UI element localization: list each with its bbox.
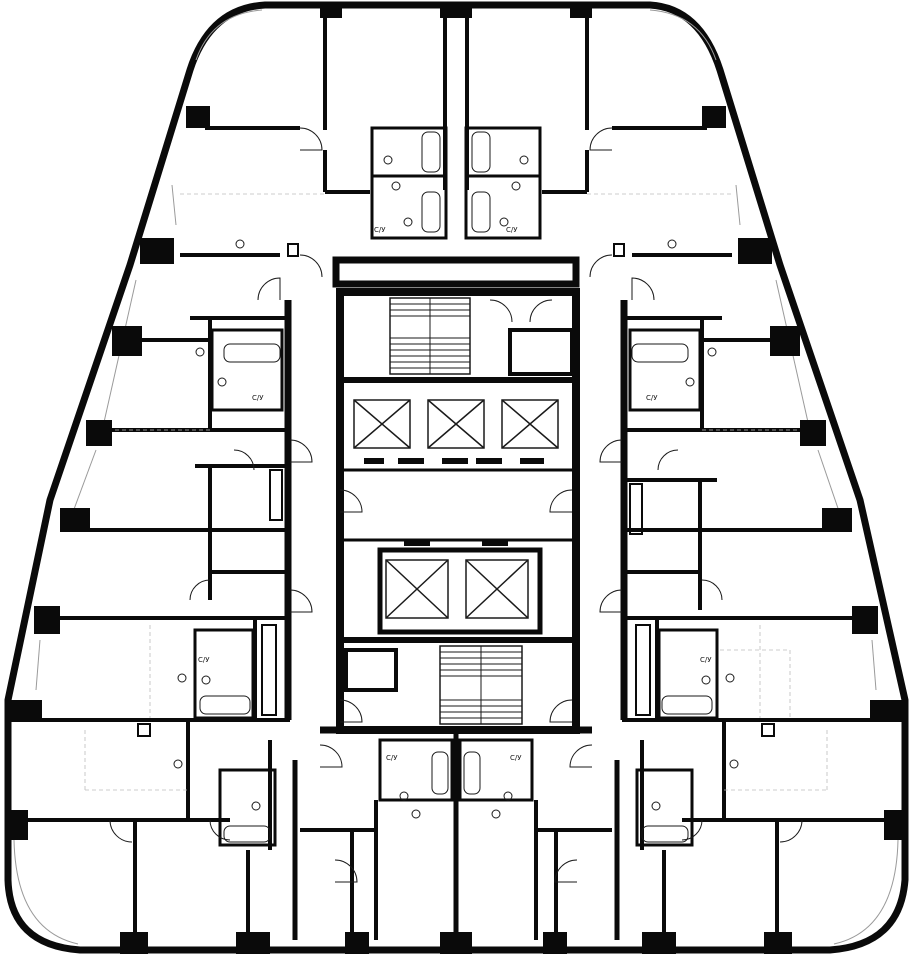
bath-label-4: С/У <box>646 394 658 402</box>
bath-label-7: С/У <box>386 754 398 762</box>
window-glazing <box>13 9 899 945</box>
bath-label-8: С/У <box>510 754 522 762</box>
stair-north <box>389 297 471 375</box>
bath-label-6: С/У <box>700 656 712 664</box>
bath-label-5: С/У <box>198 656 210 664</box>
elevator-doors <box>364 458 544 546</box>
bathroom-fixtures <box>173 131 739 843</box>
fixture-labels: С/У С/У С/У С/У С/У С/У С/У С/У <box>198 226 712 762</box>
bath-label-3: С/У <box>252 394 264 402</box>
bath-label-2: С/У <box>506 226 518 234</box>
elevator-shafts <box>353 399 559 619</box>
partition-walls <box>15 15 897 940</box>
service-shafts <box>137 243 775 737</box>
door-swings <box>109 127 803 883</box>
zone-lines <box>84 193 828 791</box>
bath-label-1: С/У <box>374 226 386 234</box>
stair-south <box>439 645 523 725</box>
